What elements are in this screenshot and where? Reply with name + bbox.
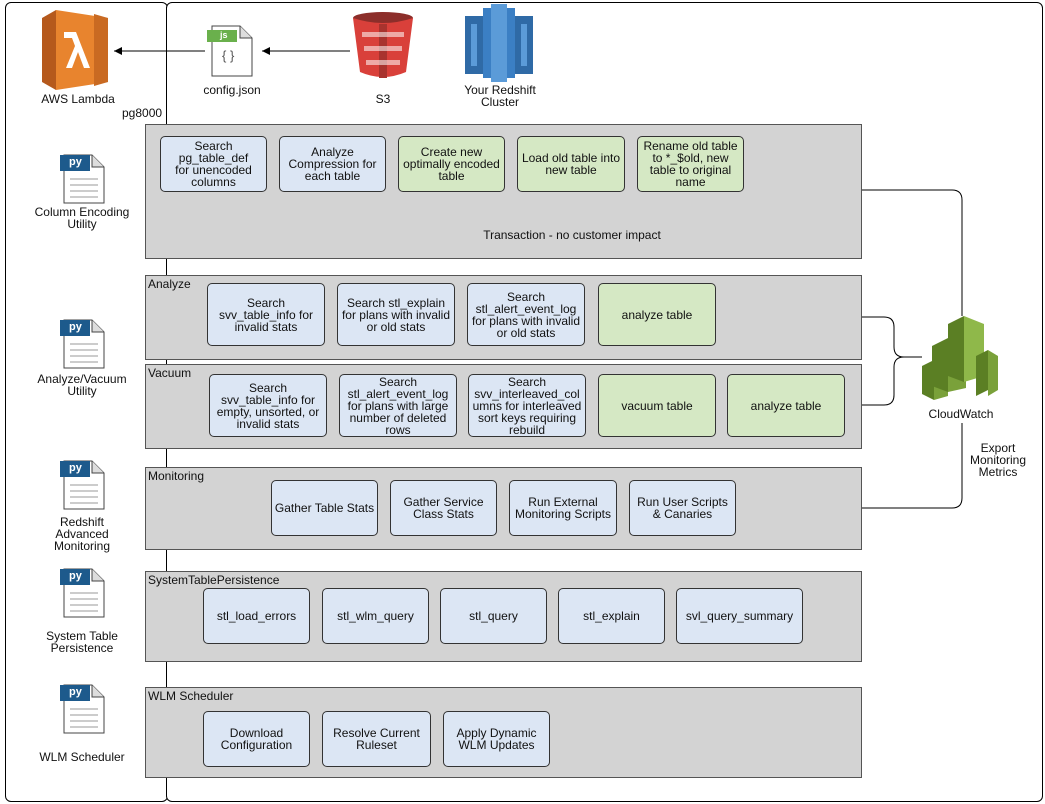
transaction-label: Transaction - no customer impact — [483, 228, 661, 242]
js-badge: js — [220, 30, 228, 40]
redshift-cluster-label: Your Redshift Cluster — [464, 83, 536, 109]
export-metrics-label: Export Monitoring Metrics — [969, 441, 1027, 479]
aws-lambda-label: AWS Lambda — [41, 92, 115, 106]
py-badge: py — [69, 686, 82, 698]
vacuum-step-analyze-table: analyze table — [727, 374, 845, 437]
system-table-persistence-utility-label: System Table Persistence — [46, 629, 118, 655]
system-table-persistence-py-icon: py — [60, 567, 106, 619]
ce-step-rename-table: Rename old table to *_$old, new table to… — [637, 136, 744, 192]
json-braces-glyph: { } — [222, 48, 235, 63]
aws-lambda-icon — [42, 10, 108, 90]
monitoring-step-table-stats: Gather Table Stats — [271, 480, 378, 536]
analyze-step-analyze-table: analyze table — [598, 283, 716, 346]
lambda-panel — [5, 2, 168, 802]
monitoring-section: Monitoring — [145, 467, 862, 550]
wlm-scheduler-utility-label: WLM Scheduler — [39, 750, 125, 764]
ce-step-create-table: Create new optimally encoded table — [398, 136, 505, 192]
vacuum-to-cloudwatch — [861, 356, 905, 406]
persistence-table-svl-query-summary: svl_query_summary — [676, 588, 803, 644]
redshift-cluster-icon — [465, 4, 533, 82]
py-badge: py — [69, 462, 82, 474]
vacuum-section-title: Vacuum — [148, 366, 192, 380]
wlm-step-apply-updates: Apply Dynamic WLM Updates — [443, 711, 550, 767]
config-json-label: config.json — [203, 83, 261, 97]
wlm-step-download-configuration: Download Configuration — [203, 711, 310, 767]
vacuum-step-svv-table-info: Search svv_table_info for empty, unsorte… — [209, 374, 327, 437]
py-badge: py — [69, 156, 82, 168]
column-encoding-to-cloudwatch — [861, 189, 963, 316]
vacuum-step-vacuum-table: vacuum table — [598, 374, 716, 437]
s3-bucket-icon — [353, 12, 413, 78]
monitoring-to-cloudwatch — [861, 423, 963, 509]
monitoring-step-user-scripts: Run User Scripts & Canaries — [629, 480, 736, 536]
advanced-monitoring-utility-label: Redshift Advanced Monitoring — [53, 515, 111, 553]
pg8000-label: pg8000 — [122, 106, 163, 120]
analyze-step-stl-explain: Search stl_explain for plans with invali… — [337, 283, 455, 346]
wlm-scheduler-py-icon: py — [60, 683, 106, 735]
analyze-section-title: Analyze — [148, 277, 191, 291]
monitoring-step-service-class-stats: Gather Service Class Stats — [390, 480, 497, 536]
analyze-step-svv-table-info: Search svv_table_info for invalid stats — [207, 283, 325, 346]
persistence-table-stl-explain: stl_explain — [558, 588, 665, 644]
ce-step-search-pg-table-def: Search pg_table_def for unencoded column… — [160, 136, 267, 192]
py-badge: py — [69, 570, 82, 582]
config-json-icon: js { } — [206, 24, 254, 78]
wlm-section-title: WLM Scheduler — [148, 689, 234, 703]
column-encoding-py-icon: py — [60, 153, 106, 205]
vacuum-step-stl-alert-event-log: Search stl_alert_event_log for plans wit… — [339, 374, 457, 437]
vacuum-step-svv-interleaved-columns: Search svv_interleaved_col umns for inte… — [468, 374, 586, 437]
cloudwatch-icon — [922, 316, 998, 400]
s3-label: S3 — [375, 92, 391, 106]
persistence-table-stl-query: stl_query — [440, 588, 547, 644]
ce-step-load-table: Load old table into new table — [517, 136, 625, 192]
persistence-table-stl-wlm-query: stl_wlm_query — [322, 588, 429, 644]
ce-step-analyze-compression: Analyze Compression for each table — [279, 136, 386, 192]
py-badge: py — [69, 321, 82, 333]
persistence-table-stl-load-errors: stl_load_errors — [203, 588, 310, 644]
column-encoding-utility-label: Column Encoding Utility — [34, 205, 130, 231]
analyze-to-cloudwatch — [861, 316, 922, 358]
cloudwatch-label: CloudWatch — [928, 407, 994, 421]
advanced-monitoring-py-icon: py — [60, 459, 106, 511]
wlm-step-resolve-ruleset: Resolve Current Ruleset — [322, 711, 431, 767]
analyze-vacuum-py-icon: py — [60, 318, 106, 370]
monitoring-step-external-scripts: Run External Monitoring Scripts — [509, 480, 617, 536]
monitoring-section-title: Monitoring — [148, 469, 205, 483]
analyze-step-stl-alert-event-log: Search stl_alert_event_log for plans wit… — [467, 283, 585, 346]
persistence-section-title: SystemTablePersistence — [148, 573, 280, 587]
analyze-vacuum-utility-label: Analyze/Vacuum Utility — [37, 372, 127, 398]
